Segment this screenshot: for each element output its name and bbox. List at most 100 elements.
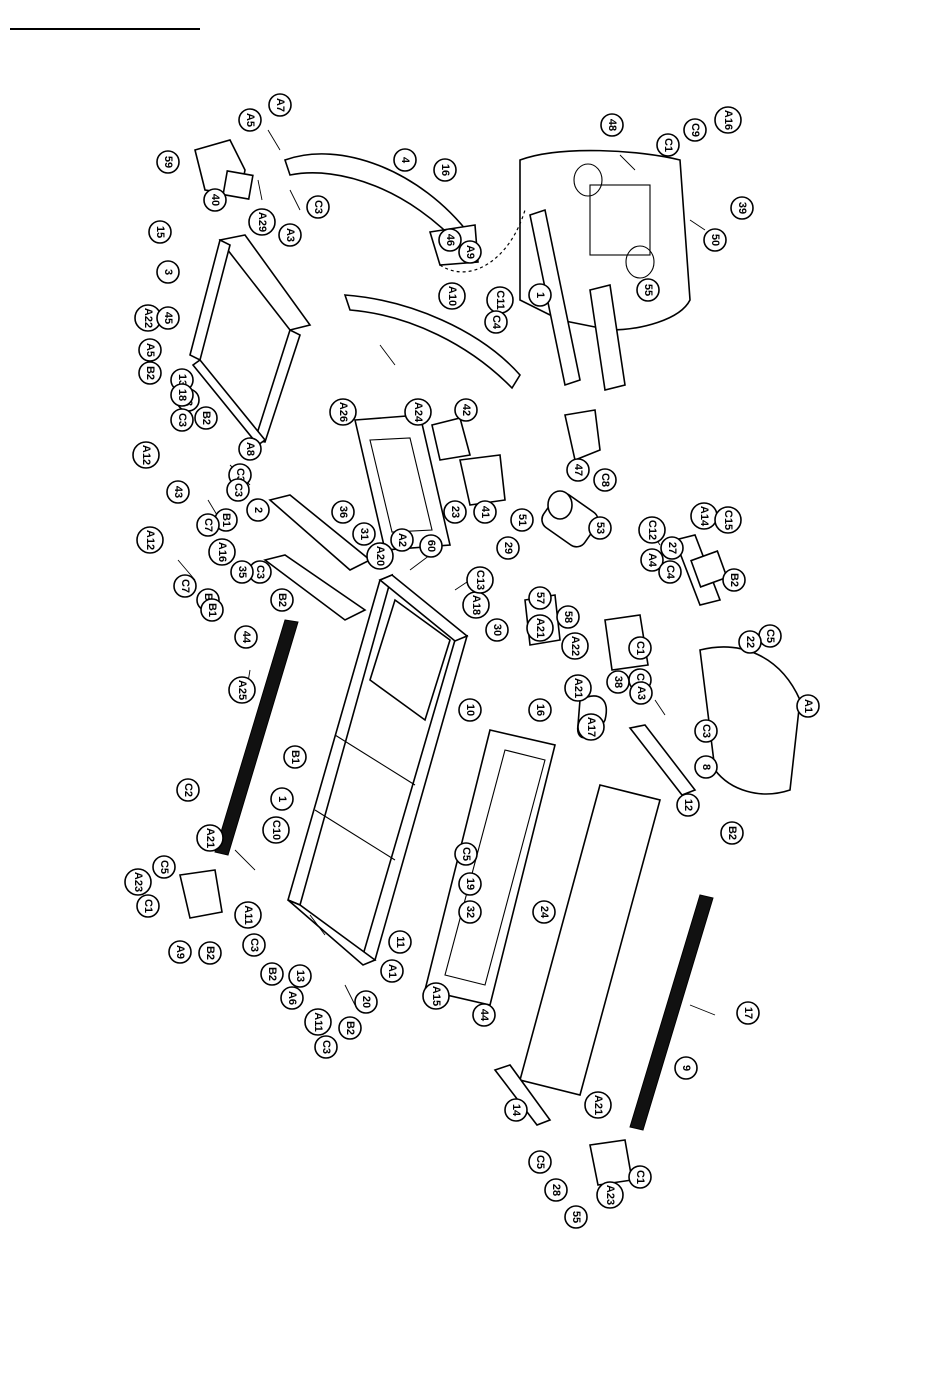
callout-text: A11	[242, 905, 254, 925]
upright-frame-leg-b	[253, 328, 301, 443]
callout-53: 53	[588, 516, 612, 540]
callout-circle	[683, 118, 707, 142]
callout-text: 47	[572, 464, 584, 476]
callout-circle	[528, 283, 552, 307]
callout-a29: A29	[248, 208, 276, 236]
callout-text: C3	[232, 483, 244, 497]
callout-text: A17	[585, 717, 597, 737]
callout-text: 45	[162, 312, 174, 324]
callout-text: A21	[572, 678, 584, 698]
callout-text: C5	[764, 629, 776, 643]
callout-circle	[196, 824, 224, 852]
callout-text: A12	[144, 530, 156, 550]
callout-text: 17	[742, 1007, 754, 1019]
callout-text: B1	[220, 513, 232, 527]
callout-31: 31	[352, 522, 376, 546]
callout-text: A4	[646, 553, 658, 568]
side-rail-left	[214, 619, 299, 856]
callout-circle	[138, 361, 162, 385]
motor-plate-slot	[369, 437, 433, 533]
callout-text: 10	[464, 704, 476, 716]
callout-text: 9	[680, 1065, 692, 1071]
callout-text: A10	[446, 286, 458, 306]
callout-text: 30	[491, 624, 503, 636]
callout-text: C11	[494, 290, 506, 310]
callout-10: 10	[458, 698, 482, 722]
callout-circle	[458, 900, 482, 924]
callout-circle	[268, 93, 292, 117]
callout-51: 51	[510, 508, 534, 532]
callout-circle	[528, 586, 552, 610]
callout-a15: A15	[422, 982, 450, 1010]
callout-text: 53	[594, 522, 606, 534]
callout-text: C1	[634, 1170, 646, 1184]
callout-text: 40	[209, 194, 221, 206]
callout-text: A1	[802, 699, 814, 713]
callout-text: A14	[698, 506, 710, 527]
callout-b2: B2	[138, 361, 162, 385]
callout-circle	[638, 516, 666, 544]
callout-c12: C12	[638, 516, 666, 544]
callout-4: 4	[393, 148, 417, 172]
callout-text: 16	[534, 704, 546, 716]
handlebar-upright-left	[589, 284, 626, 391]
bracket-42	[431, 417, 472, 461]
callout-circle	[262, 816, 290, 844]
callout-a10: A10	[438, 282, 466, 310]
running-belt	[519, 784, 661, 1096]
callout-c1: C1	[628, 636, 652, 660]
callout-b2: B2	[722, 568, 746, 592]
running-deck-inner	[444, 749, 546, 986]
callout-text: 27	[666, 542, 678, 554]
callout-a5: A5	[238, 108, 262, 132]
callout-circle	[473, 500, 497, 524]
callout-circle	[138, 338, 162, 362]
callout-text: C5	[460, 847, 472, 861]
callout-circle	[132, 441, 160, 469]
callout-circle	[720, 821, 744, 845]
callout-circle	[528, 1150, 552, 1174]
callout-a16: A16	[714, 106, 742, 134]
callout-circle	[156, 306, 180, 330]
callout-c5: C5	[152, 855, 176, 879]
callout-text: 44	[478, 1009, 490, 1022]
callout-text: 36	[337, 506, 349, 518]
callout-19: 19	[458, 872, 482, 896]
callout-circle	[242, 933, 266, 957]
header-rule	[10, 28, 200, 30]
callout-58: 58	[556, 605, 580, 629]
callout-circle	[566, 458, 590, 482]
callout-text: 19	[464, 878, 476, 890]
callout-text: 11	[394, 936, 406, 948]
callout-text: 31	[358, 528, 370, 540]
console-dial-top	[573, 163, 603, 197]
callout-circle	[694, 755, 718, 779]
motor-bracket-47	[564, 409, 601, 462]
upright-frame	[218, 234, 312, 331]
callout-text: C3	[176, 413, 188, 427]
callout-circle	[306, 195, 330, 219]
callout-text: C1	[662, 138, 674, 152]
callout-c3: C3	[314, 1035, 338, 1059]
callout-circle	[270, 787, 294, 811]
callout-a9: A9	[168, 940, 192, 964]
callout-text: B2	[266, 967, 278, 981]
callout-circle	[168, 940, 192, 964]
callout-circle	[466, 566, 494, 594]
callout-circle	[496, 536, 520, 560]
callout-text: C5	[534, 1155, 546, 1169]
callout-circle	[658, 560, 682, 584]
callout-a3: A3	[278, 223, 302, 247]
callout-text: 51	[516, 514, 528, 526]
callout-c2: C2	[176, 778, 200, 802]
callout-32: 32	[458, 900, 482, 924]
callout-a26: A26	[329, 398, 357, 426]
callout-text: 35	[236, 566, 248, 578]
callout-2: 2	[246, 498, 270, 522]
handrail-lower	[343, 294, 521, 390]
callout-circle	[676, 793, 700, 817]
callout-text: C9	[689, 123, 701, 137]
callout-circle	[458, 240, 482, 264]
callout-circle	[736, 1001, 760, 1025]
callout-text: C3	[312, 200, 324, 214]
